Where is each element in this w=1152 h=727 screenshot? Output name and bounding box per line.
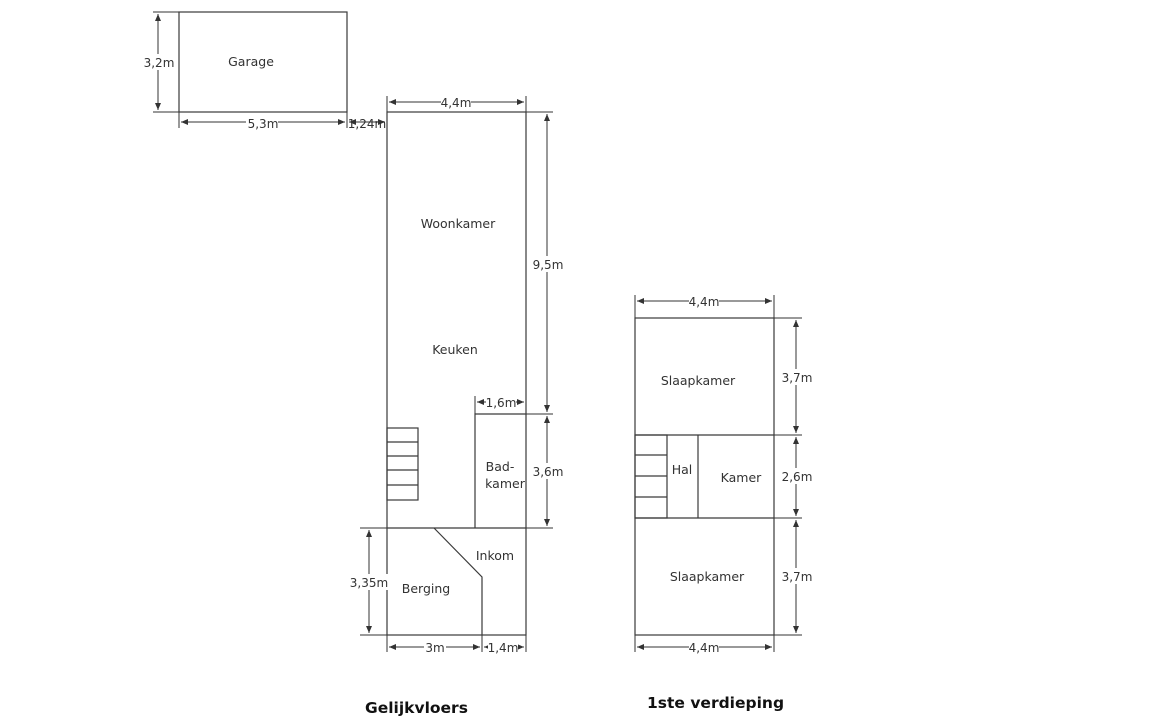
badkamer-label-line2: kamer <box>485 476 526 491</box>
dim-entry-width-label: 1,4m <box>488 641 519 655</box>
ground-floor-title: Gelijkvloers <box>365 699 468 717</box>
dim-gap-label: 1,24m <box>348 117 386 131</box>
first-floor-plan: Slaapkamer Hal Kamer Slaapkamer 4,4m 3,7… <box>634 294 813 655</box>
dim-bath-length-label: 3,6m <box>533 465 564 479</box>
berging-label: Berging <box>402 581 450 596</box>
ground-floor-outline <box>386 111 527 636</box>
dim-bath-width: 1,6m <box>474 396 524 414</box>
dim-ground-width-label: 4,4m <box>441 96 472 110</box>
ground-floor-plan: Garage Woonkamer Keuken Bad- kamer Inkom… <box>144 11 564 655</box>
dim-garage-width-label: 5,3m <box>248 117 279 131</box>
dim-bath-width-label: 1,6m <box>486 396 517 410</box>
slaapkamer-top-label: Slaapkamer <box>661 373 736 388</box>
dim-bedroom-bottom-depth-label: 3,7m <box>782 570 813 584</box>
dim-bedroom-top-depth-label: 3,7m <box>782 371 813 385</box>
kamer-label: Kamer <box>721 470 763 485</box>
woonkamer-label: Woonkamer <box>421 216 496 231</box>
dim-first-width-bottom-label: 4,4m <box>689 641 720 655</box>
dim-living-length-label: 9,5m <box>533 258 564 272</box>
hal-label: Hal <box>672 462 693 477</box>
inkom-label: Inkom <box>476 548 514 563</box>
dim-first-width-top-label: 4,4m <box>689 295 720 309</box>
dim-storage-width-label: 3m <box>425 641 444 655</box>
dim-middle-depth: 2,6m <box>774 437 813 519</box>
storage-diagonal-wall <box>433 527 483 635</box>
dim-first-width-bottom: 4,4m <box>634 635 775 655</box>
dim-bedroom-top-depth: 3,7m <box>774 317 813 436</box>
dim-gap: 1,24m <box>348 117 386 131</box>
slaapkamer-bottom-label: Slaapkamer <box>670 569 745 584</box>
dim-bath-length: 3,6m <box>526 416 564 529</box>
dim-first-width-top: 4,4m <box>634 294 775 318</box>
garage-outline <box>178 11 348 113</box>
keuken-label: Keuken <box>432 342 478 357</box>
stairs-first <box>634 434 668 519</box>
dim-storage-width: 3m <box>386 635 527 655</box>
dim-garage-width: 5,3m <box>178 112 348 131</box>
badkamer-label-line1: Bad- <box>486 459 515 474</box>
dim-living-length: 9,5m <box>526 111 564 415</box>
dim-garage-height: 3,2m <box>144 11 179 113</box>
dim-entry-width: 1,4m <box>484 641 524 655</box>
dim-bedroom-bottom-depth: 3,7m <box>774 520 813 636</box>
dim-storage-depth-label: 3,35m <box>350 576 388 590</box>
first-floor-title: 1ste verdieping <box>647 694 785 712</box>
dim-ground-width: 4,4m <box>386 95 527 112</box>
stairs-ground <box>386 427 419 501</box>
dim-storage-depth: 3,35m <box>350 527 388 636</box>
garage-label: Garage <box>228 54 274 69</box>
dim-middle-depth-label: 2,6m <box>782 470 813 484</box>
dim-garage-height-label: 3,2m <box>144 56 175 70</box>
